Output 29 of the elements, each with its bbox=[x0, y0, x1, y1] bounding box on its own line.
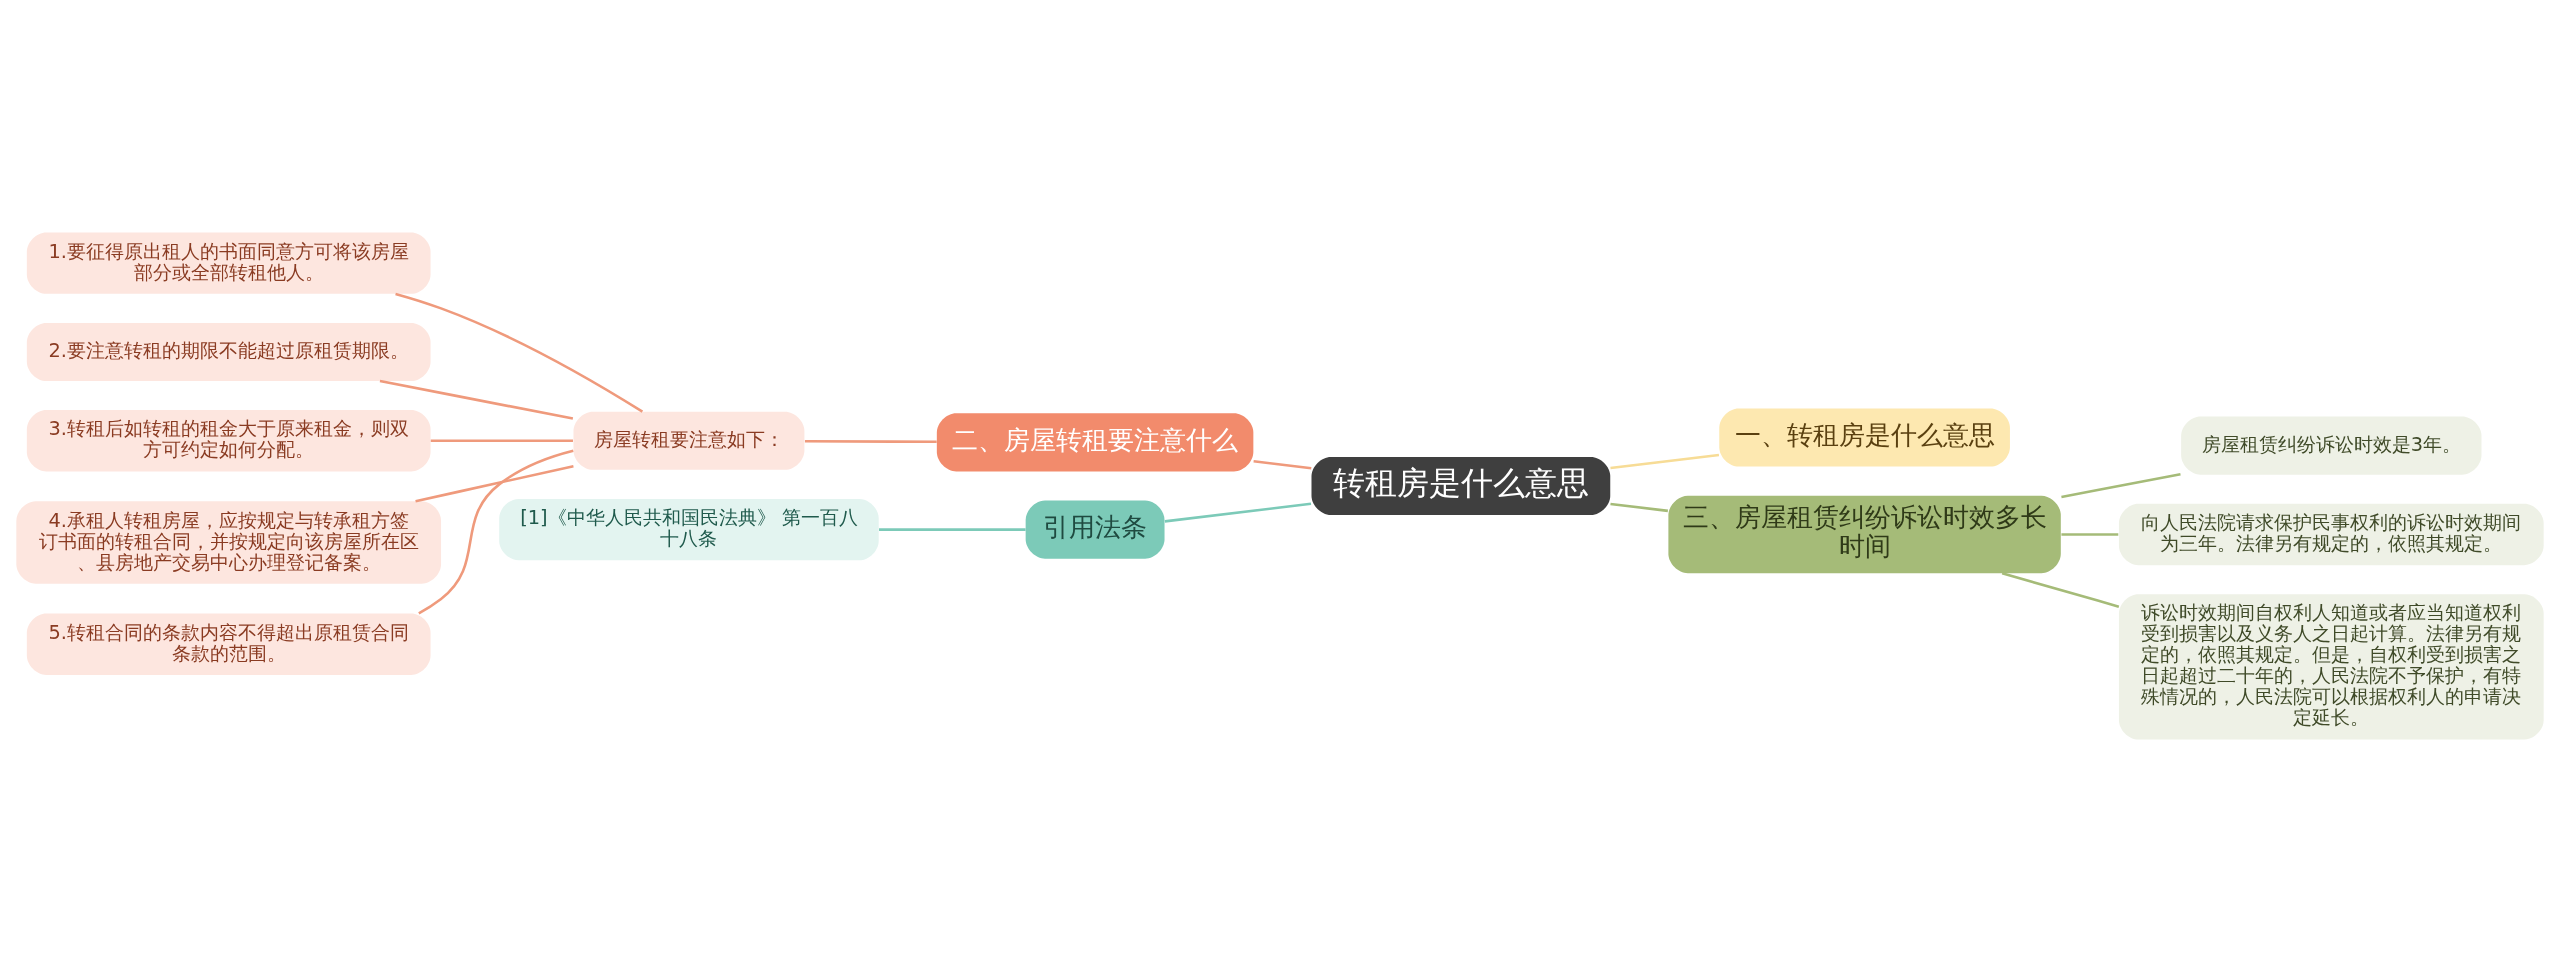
connector bbox=[879, 528, 1026, 531]
node-box: 房屋租赁纠纷诉讼时效是3年。 bbox=[2181, 416, 2482, 475]
connector bbox=[418, 449, 574, 615]
node-box: [1]《中华人民共和国民法典》 第一百八十八条 bbox=[499, 498, 879, 561]
connector bbox=[379, 379, 574, 420]
connector bbox=[1253, 460, 1312, 470]
node-box: 1.要征得原出租人的书面同意方可将该房屋部分或全部转租他人。 bbox=[26, 232, 431, 294]
node-box: 引用法条 bbox=[1025, 500, 1165, 559]
connector bbox=[2061, 472, 2181, 499]
node-box: 4.承租人转租房屋，应按规定与转承租方签订书面的转租合同，并按规定向该房屋所在区、县房地产交易中心办理登记备案。 bbox=[16, 501, 442, 584]
node-box: 向人民法院请求保护民事权利的诉讼时效期间为三年。法律另有规定的，依照其规定。 bbox=[2118, 503, 2544, 566]
connector bbox=[2061, 533, 2119, 536]
connector bbox=[1610, 502, 1669, 513]
connector bbox=[1610, 453, 1720, 470]
connector bbox=[395, 292, 644, 413]
connector bbox=[2001, 572, 2120, 608]
node-box: 房屋转租要注意如下： bbox=[573, 411, 805, 470]
connector bbox=[804, 439, 937, 444]
node-box: 转租房是什么意思 bbox=[1311, 456, 1611, 516]
connector bbox=[430, 439, 573, 443]
node-box: 3.转租后如转租的租金大于原来租金，则双方可约定如何分配。 bbox=[26, 410, 431, 472]
node-box: 2.要注意转租的期限不能超过原租赁期限。 bbox=[26, 322, 431, 382]
node-box: 二、房屋转租要注意什么 bbox=[936, 413, 1254, 472]
node-box: 诉讼时效期间自权利人知道或者应当知道权利受到损害以及义务人之日起计算。法律另有规定的，依照其规定。但是，自权利受到损害之日起超过二十年的，人民法院不予保护，有特殊情况的，人民法院可以根据权利人的申请决定延长。 bbox=[2118, 594, 2544, 740]
node-box: 5.转租合同的条款内容不得超出原租赁合同条款的范围。 bbox=[26, 613, 431, 675]
connector bbox=[1164, 502, 1312, 523]
node-box: 三、房屋租赁纠纷诉讼时效多长时间 bbox=[1668, 495, 2061, 574]
connector bbox=[415, 464, 574, 503]
node-box: 一、转租房是什么意思 bbox=[1719, 408, 2010, 467]
